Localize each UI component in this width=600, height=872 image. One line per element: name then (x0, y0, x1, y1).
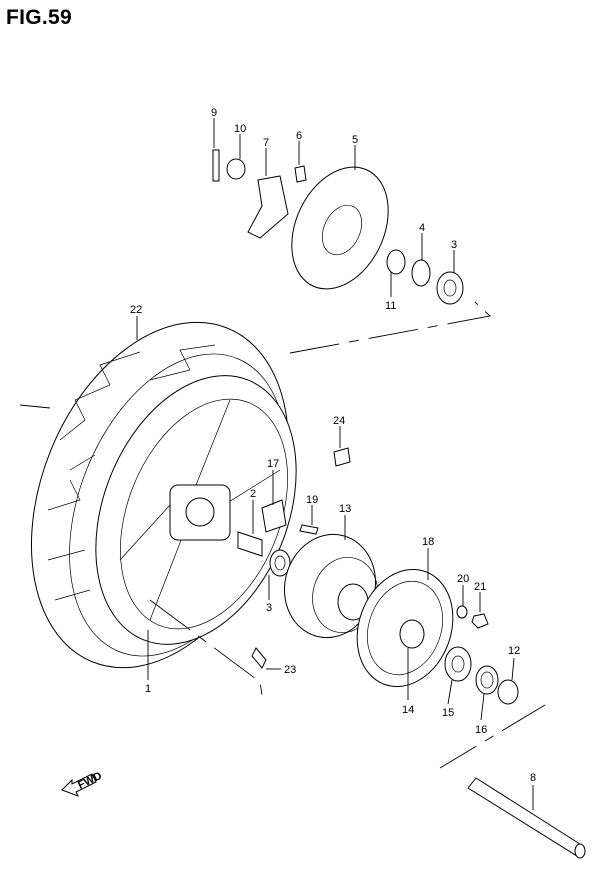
rear-axle-8 (467, 777, 586, 859)
callout-6: 6 (296, 130, 302, 142)
figure-title: FIG.59 (6, 6, 72, 29)
nut-21 (471, 613, 489, 629)
callout-19: 19 (306, 494, 318, 506)
spacer-11 (386, 249, 406, 275)
fwd-label: FWD (76, 770, 104, 792)
callout-3-upper: 3 (451, 239, 457, 251)
callout-2: 2 (250, 488, 256, 500)
brake-disc-5 (291, 166, 389, 290)
callout-14: 14 (402, 704, 414, 716)
fwd-arrow-icon: FWD (61, 770, 104, 797)
bearing-3-upper (436, 271, 464, 305)
washer-20 (456, 605, 468, 619)
oil-seal-4 (411, 259, 431, 287)
leader-lines (19, 118, 546, 810)
sprocket-drum-13 (283, 533, 378, 639)
callout-21: 21 (474, 581, 486, 593)
bearing-3-lower (269, 549, 291, 577)
callout-18: 18 (422, 536, 434, 548)
callout-11: 11 (385, 300, 396, 312)
collar-24 (333, 447, 351, 467)
callout-13: 13 (339, 503, 351, 515)
callout-5: 5 (352, 134, 358, 146)
nut-10 (226, 158, 246, 180)
callout-23: 23 (284, 664, 296, 676)
callout-1: 1 (145, 683, 151, 695)
callout-22: 22 (130, 304, 142, 316)
wheel-rim (95, 375, 297, 645)
callout-12: 12 (508, 645, 520, 657)
callout-4: 4 (419, 222, 425, 234)
damper-17 (261, 499, 287, 533)
sprocket-18 (356, 568, 454, 688)
bearing-15 (444, 646, 472, 682)
bolt-6 (294, 165, 307, 183)
callout-20: 20 (457, 573, 469, 585)
callout-17: 17 (267, 458, 279, 470)
cotter-pin-9 (212, 149, 220, 182)
bolt-19 (299, 524, 319, 535)
callout-8: 8 (530, 772, 536, 784)
caliper-bracket-7 (247, 175, 289, 239)
callout-16: 16 (475, 724, 487, 736)
callout-10: 10 (234, 123, 246, 135)
callout-7: 7 (263, 137, 269, 149)
callout-9: 9 (211, 107, 217, 119)
oil-seal-16 (475, 665, 499, 695)
valve-23 (251, 647, 267, 669)
wheel-axle-spacer-2 (237, 531, 263, 557)
callout-15: 15 (442, 707, 454, 719)
spacer-12 (497, 679, 519, 705)
callout-3-lower: 3 (266, 602, 272, 614)
callout-24: 24 (333, 415, 345, 427)
